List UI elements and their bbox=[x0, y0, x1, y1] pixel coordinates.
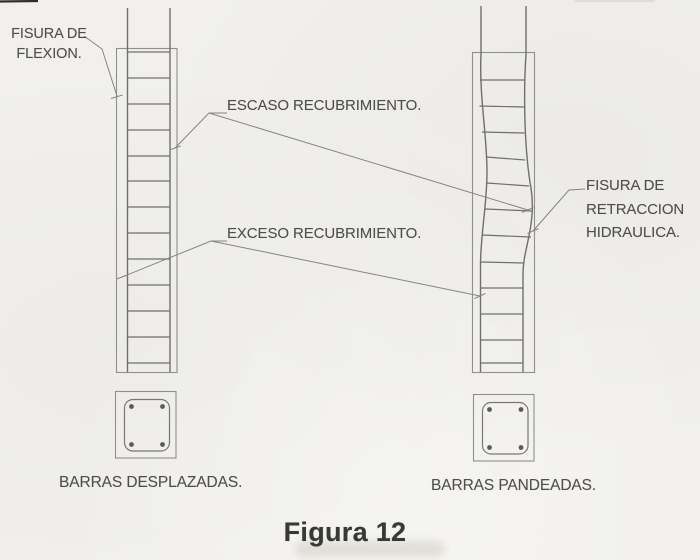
label-fisura-flexion: FISURA DE FLEXION. bbox=[11, 26, 87, 62]
leader-exceso-recubrimiento bbox=[116, 240, 486, 299]
figure-caption: Figura 12 bbox=[283, 517, 407, 547]
label-exceso-recubrimiento: EXCESO RECUBRIMIENTO. bbox=[227, 225, 422, 242]
leader-fisura-flexion bbox=[83, 35, 123, 99]
page-bleed-through bbox=[295, 541, 445, 557]
left-column-stirrups bbox=[127, 51, 170, 364]
label-fisura-retraccion: FISURA DE RETRACCION HIDRAULICA. bbox=[586, 177, 685, 241]
label-barras-desplazadas: BARRAS DESPLAZADAS. bbox=[59, 474, 243, 491]
leader-escaso-recubrimiento bbox=[169, 112, 534, 213]
label-escaso-recubrimiento: ESCASO RECUBRIMIENTO. bbox=[227, 97, 422, 114]
buckled-bar-right bbox=[522, 6, 534, 372]
right-section-rebar-dots bbox=[487, 407, 524, 450]
right-column-stirrups bbox=[479, 79, 533, 364]
label-barras-pandeadas: BARRAS PANDEADAS. bbox=[431, 477, 597, 494]
left-column-elevation bbox=[115, 8, 178, 374]
right-cross-section bbox=[472, 393, 535, 462]
left-section-rebar-dots bbox=[129, 404, 165, 447]
leader-fisura-retraccion bbox=[527, 188, 586, 234]
buckled-bar-left bbox=[479, 6, 488, 372]
left-cross-section bbox=[114, 390, 177, 459]
scan-artifact bbox=[0, 0, 39, 3]
right-column-elevation bbox=[471, 6, 536, 374]
